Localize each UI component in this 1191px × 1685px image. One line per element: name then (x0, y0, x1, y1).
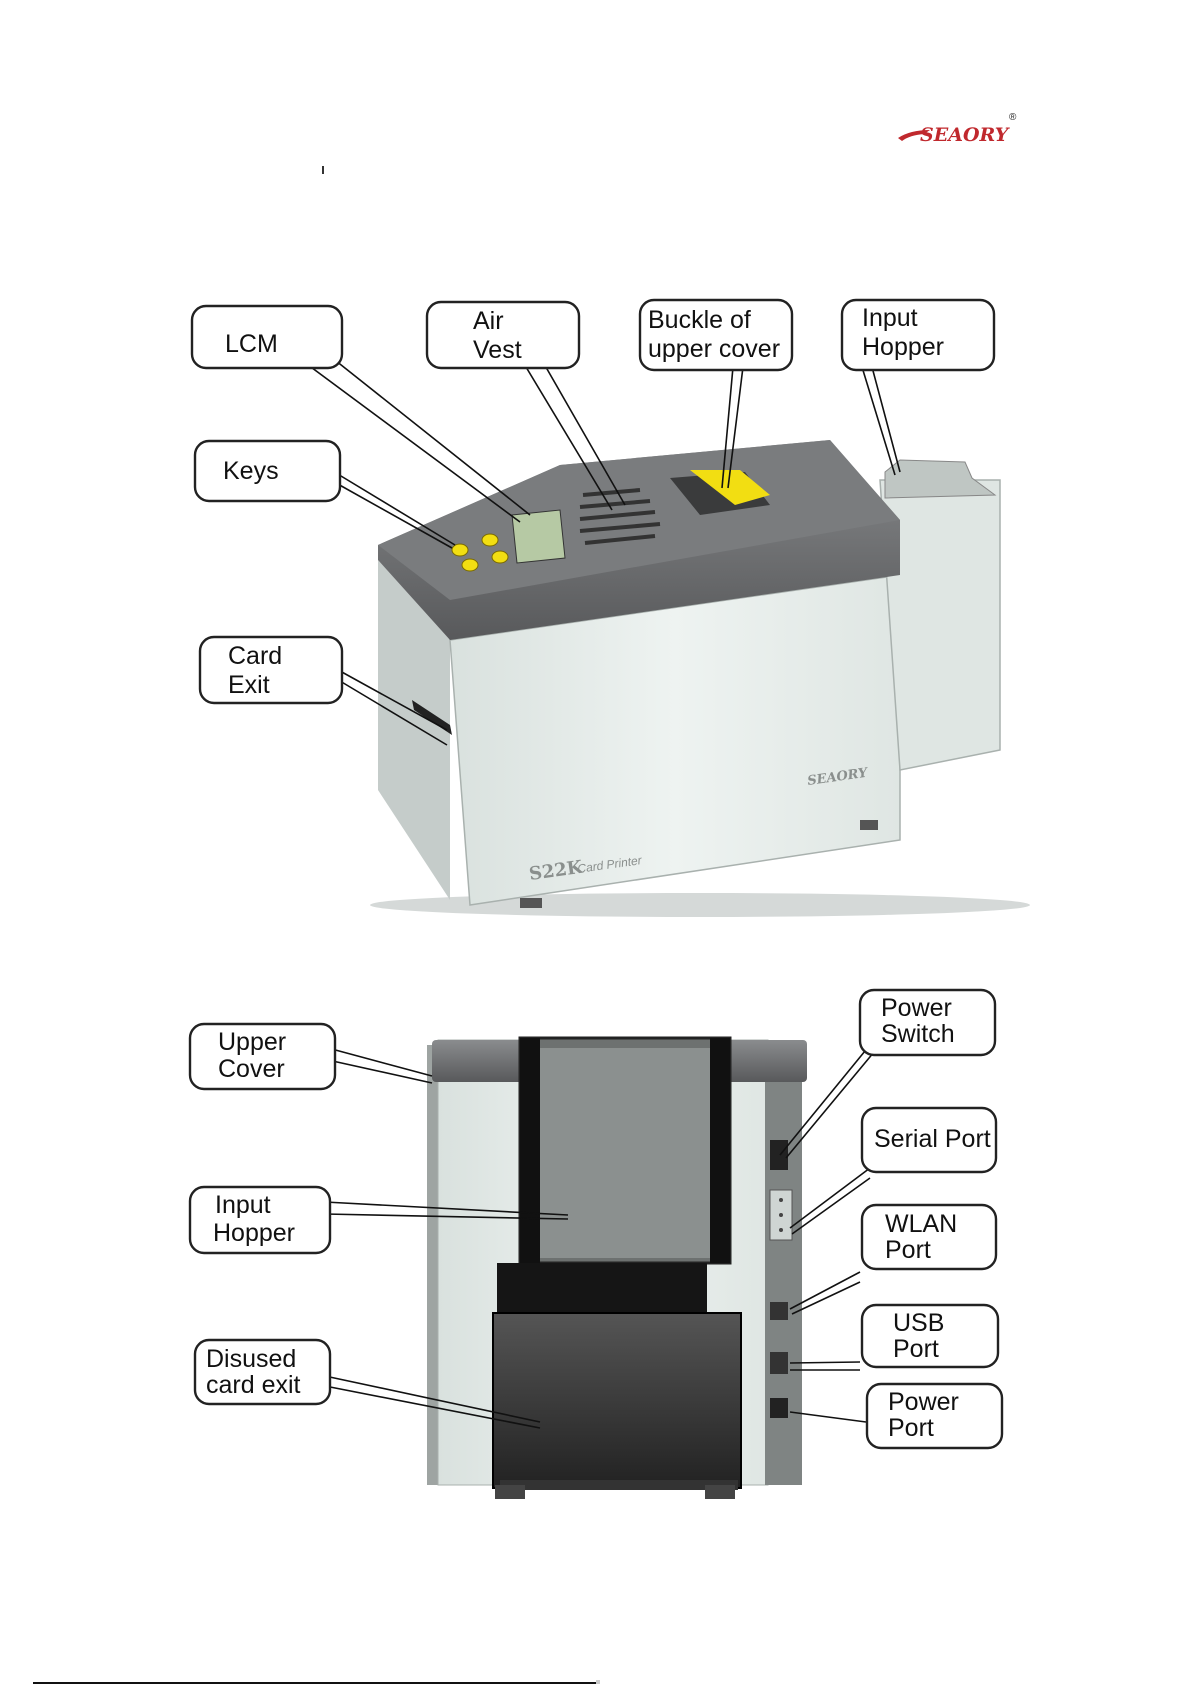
callout-serial-port: Serial Port (862, 1108, 996, 1172)
foot (705, 1485, 735, 1499)
callout-air-vest: Air Vest (427, 302, 579, 368)
callout-usb-line2: Port (893, 1335, 939, 1363)
hopper-lip (885, 460, 995, 498)
front-printer-illustration: S22K Card Printer SEAORY (370, 440, 1030, 917)
callout-input-hopper-rear: Input Hopper (190, 1187, 330, 1253)
callout-power-switch: Power Switch (860, 990, 995, 1055)
wlan-port (770, 1302, 788, 1320)
footer-mark (596, 1680, 600, 1684)
callout-wlan-line2: Port (885, 1236, 931, 1264)
power-switch (770, 1140, 788, 1170)
callout-air-vest-line1: Air (473, 307, 504, 335)
lcd-screen (512, 510, 565, 563)
rear-printer-illustration (427, 1038, 807, 1499)
foot (860, 820, 878, 830)
callout-power-port: Power Port (867, 1384, 1002, 1448)
callout-buckle-line2: upper cover (648, 335, 780, 363)
callout-power-port-line2: Port (888, 1414, 934, 1442)
callout-card-exit: Card Exit (200, 637, 342, 703)
callout-upper-cover-line1: Upper (218, 1028, 286, 1056)
usb-port (770, 1352, 788, 1374)
callout-card-exit-line2: Exit (228, 671, 270, 699)
callout-power-switch-line1: Power (881, 994, 952, 1022)
callout-air-vest-line2: Vest (473, 336, 522, 364)
callout-usb-line1: USB (893, 1309, 944, 1337)
callout-disused-line1: Disused (206, 1345, 296, 1373)
callout-disused-exit: Disused card exit (195, 1340, 330, 1404)
callout-wlan-line1: WLAN (885, 1210, 957, 1238)
rear-right-side (765, 1040, 802, 1485)
callout-input-hopper-rear-line2: Hopper (213, 1219, 295, 1247)
callout-lcm: LCM (192, 306, 342, 368)
callout-serial-port-text: Serial Port (874, 1125, 991, 1153)
callout-keys-text: Keys (223, 457, 279, 485)
disused-card-exit (493, 1313, 741, 1488)
callout-disused-line2: card exit (206, 1371, 301, 1399)
power-port (770, 1398, 788, 1418)
callout-keys: Keys (195, 441, 340, 501)
foot (520, 898, 542, 908)
callout-power-port-line1: Power (888, 1388, 959, 1416)
foot (495, 1485, 525, 1499)
callout-buckle: Buckle of upper cover (640, 300, 792, 370)
callout-wlan-port: WLAN Port (862, 1205, 996, 1269)
hopper-rail-left (520, 1038, 540, 1263)
disused-exit-top (497, 1263, 707, 1313)
footer-rule (33, 1682, 598, 1684)
rear-hopper-inner (540, 1048, 710, 1258)
callout-card-exit-line1: Card (228, 642, 282, 670)
callout-buckle-line1: Buckle of (648, 306, 751, 334)
callout-input-hopper-rear-line1: Input (215, 1191, 271, 1219)
callout-power-switch-line2: Switch (881, 1020, 955, 1048)
callout-usb-port: USB Port (862, 1305, 998, 1367)
callout-lcm-text: LCM (225, 330, 278, 358)
callout-upper-cover: Upper Cover (190, 1024, 335, 1089)
callout-input-hopper-front-line2: Hopper (862, 333, 944, 361)
disused-exit-base (500, 1480, 738, 1490)
callout-upper-cover-line2: Cover (218, 1055, 285, 1083)
callout-input-hopper-front-line1: Input (862, 304, 918, 332)
callout-input-hopper-front: Input Hopper (842, 300, 994, 370)
hopper-rail-right (710, 1038, 730, 1263)
